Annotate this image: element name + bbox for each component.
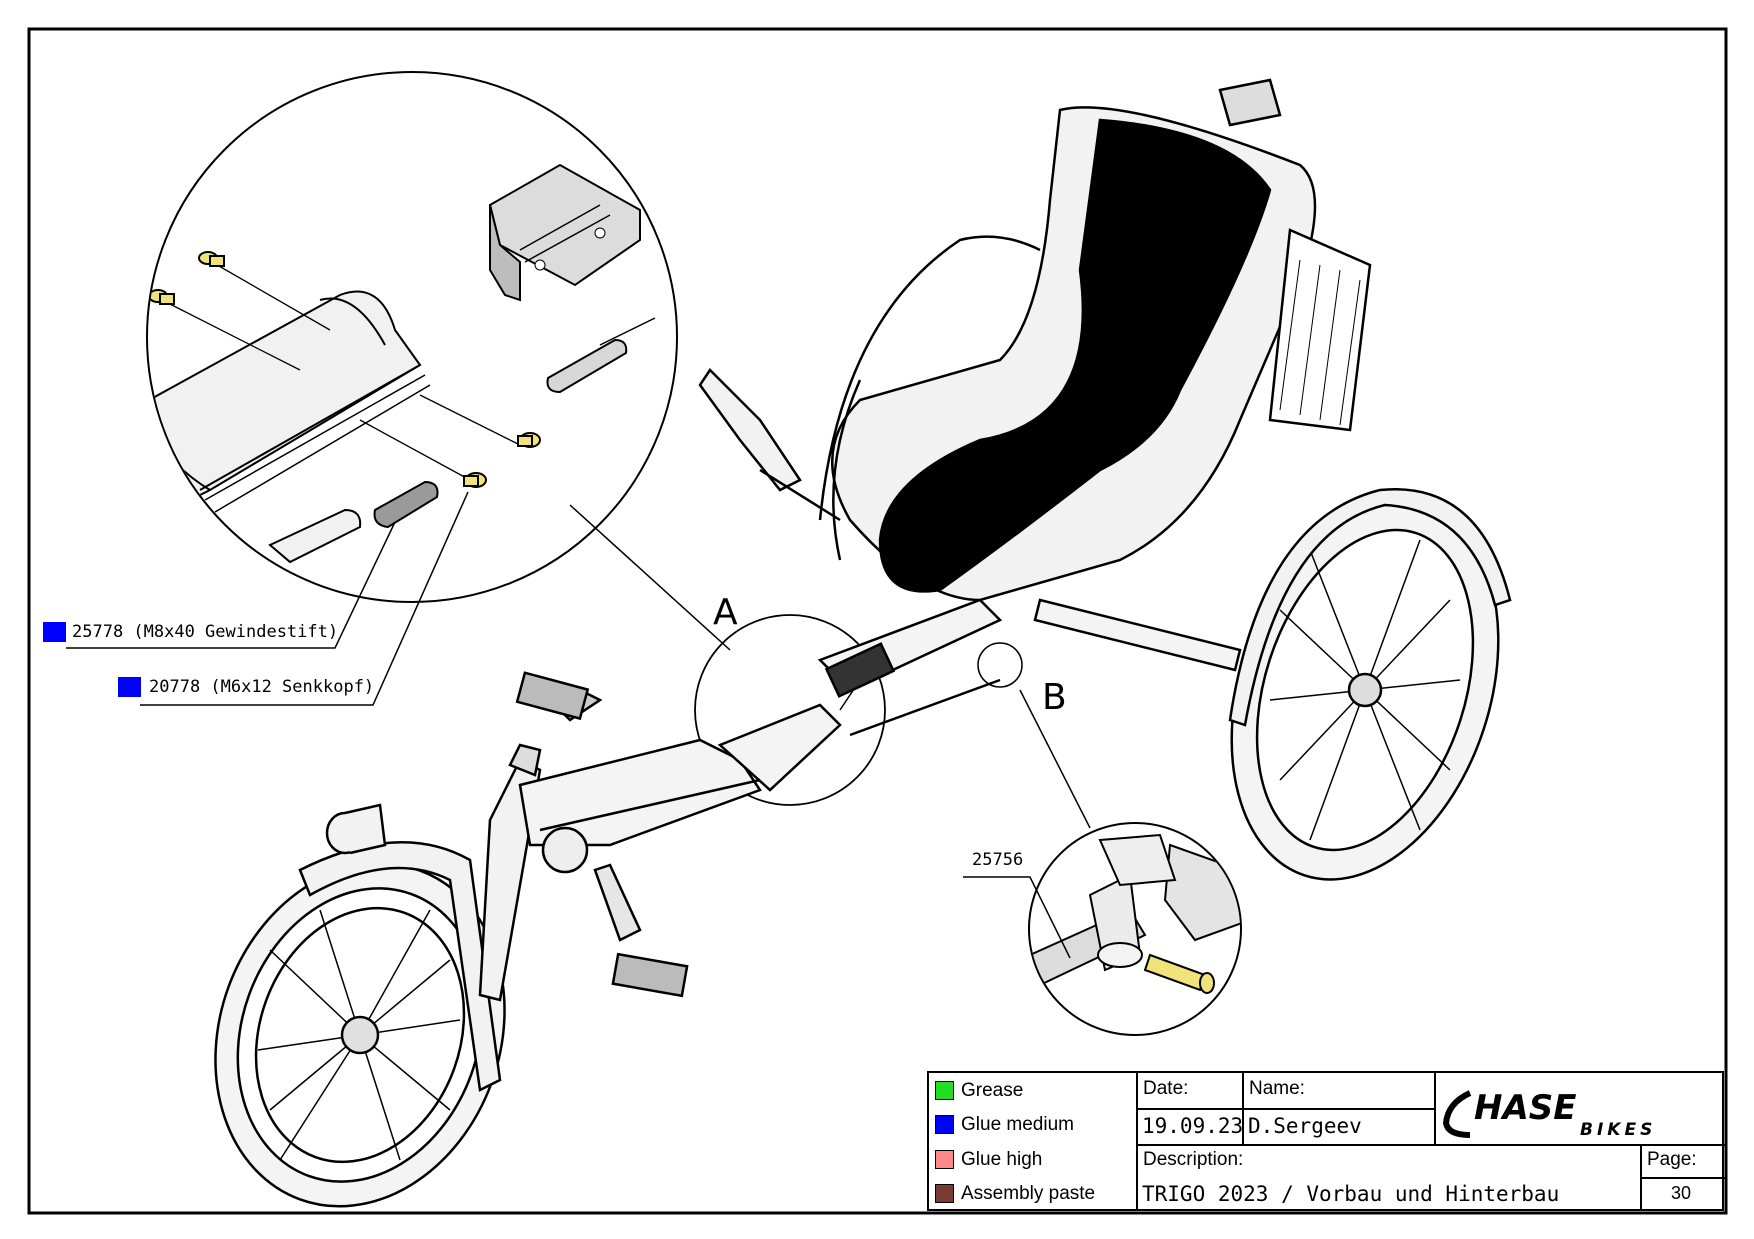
logo-text-sub: BIKES [1580, 1120, 1656, 1139]
callout-25778-leader [66, 521, 396, 649]
callout-20778-swatch [118, 677, 141, 697]
legend-assembly-paste-label: Assembly paste [961, 1183, 1096, 1204]
name-label: Name: [1249, 1078, 1305, 1099]
callout-25756-leader [963, 876, 1071, 959]
description-value: TRIGO 2023 / Vorbau und Hinterbau [1142, 1182, 1560, 1206]
drawing-frame [27, 27, 1728, 1215]
detail-view-a-enlarged [146, 71, 678, 603]
tb-divider [1136, 1073, 1138, 1211]
detail-circle-a [694, 614, 886, 806]
date-label: Date: [1143, 1078, 1189, 1099]
detail-circle-b [977, 642, 1023, 688]
callout-25756-label: 25756 [972, 850, 1024, 870]
legend-glue-medium-swatch [935, 1115, 954, 1134]
page-label: Page: [1647, 1149, 1697, 1170]
trike-illustration [214, 78, 1512, 1208]
callout-25778-label: 25778 (M8x40 Gewindestift) [72, 622, 339, 642]
name-value: D.Sergeev [1248, 1114, 1362, 1138]
logo-text-main: HASE [1474, 1088, 1576, 1128]
date-value: 19.09.23 [1142, 1114, 1244, 1138]
hase-bikes-logo: HASE BIKES [1442, 1088, 1656, 1139]
tb-divider [1640, 1177, 1726, 1179]
callout-25778-swatch [43, 622, 66, 642]
legend-grease-label: Grease [961, 1080, 1024, 1101]
legend-glue-high-swatch [935, 1150, 954, 1169]
detail-view-b-enlarged [1028, 822, 1242, 1036]
callout-20778-leader [140, 491, 469, 706]
legend-glue-high-label: Glue high [961, 1149, 1043, 1170]
detail-label-b: B [1042, 677, 1067, 718]
tb-divider [1136, 1144, 1726, 1146]
detail-label-a: A [713, 592, 738, 633]
detail-a-connector [569, 504, 731, 651]
tb-divider [1136, 1108, 1436, 1110]
description-label: Description: [1143, 1149, 1244, 1170]
legend-assembly-paste-swatch [935, 1184, 954, 1203]
detail-b-connector [1019, 689, 1091, 829]
legend-glue-medium-label: Glue medium [961, 1114, 1074, 1135]
callout-20778-label: 20778 (M6x12 Senkkopf) [149, 677, 375, 697]
title-block: Grease Glue medium Glue high Assembly pa… [927, 1071, 1726, 1211]
legend-grease-swatch [935, 1081, 954, 1100]
page-number: 30 [1671, 1183, 1692, 1203]
